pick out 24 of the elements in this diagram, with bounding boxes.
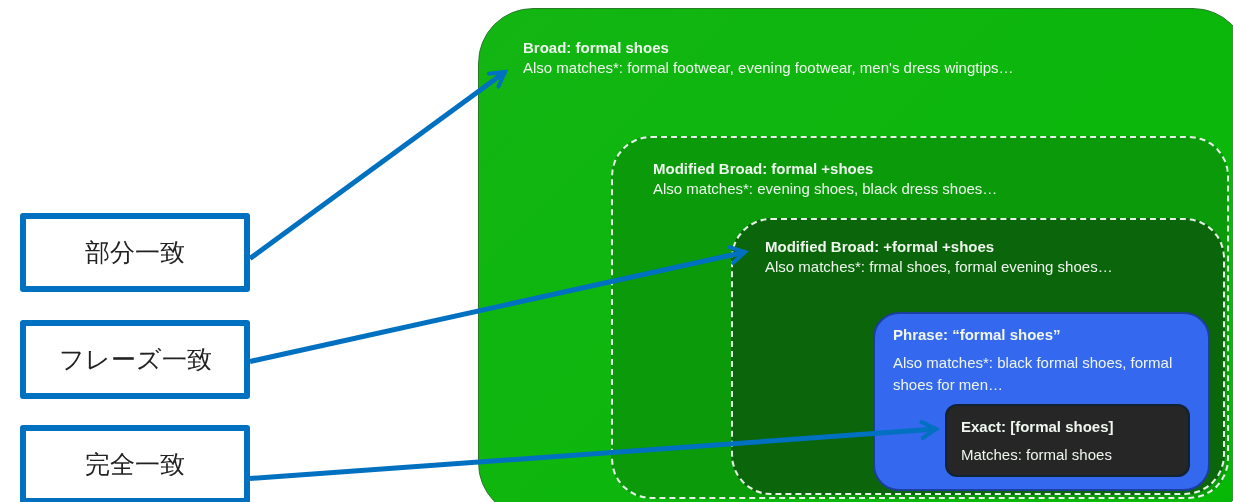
arrow [248,70,507,261]
rounded-panel [478,8,1233,502]
description: Also matches*: black formal shoes, formal shoes for men… [893,353,1174,395]
label-text: 完全一致 [85,449,185,481]
description: Also matches*: formal footwear, evening footwear, men's dress wingtips… [523,59,1015,76]
description: Also matches*: frmal shoes, formal evening shoes… [765,258,1114,275]
dashed-panel [611,136,1229,499]
heading: Phrase: “formal shoes” [893,326,1061,343]
arrow [249,245,747,364]
heading: Broad: formal shoes [523,39,669,56]
label-box [20,213,250,292]
rounded-panel [945,404,1190,477]
description: Also matches*: evening shoes, black dress shoes… [653,180,999,197]
heading: Modified Broad: +formal +shoes [765,238,995,255]
dashed-panel [731,218,1225,495]
label-box [20,320,250,399]
rounded-panel [873,312,1210,491]
label-text: フレーズ一致 [58,344,212,376]
description: Matches: formal shoes [961,446,1113,463]
label-box [20,425,250,502]
label-text: 部分一致 [85,237,185,269]
arrow [249,420,938,481]
heading: Modified Broad: formal +shoes [653,160,874,177]
heading: Exact: [formal shoes] [961,418,1114,435]
